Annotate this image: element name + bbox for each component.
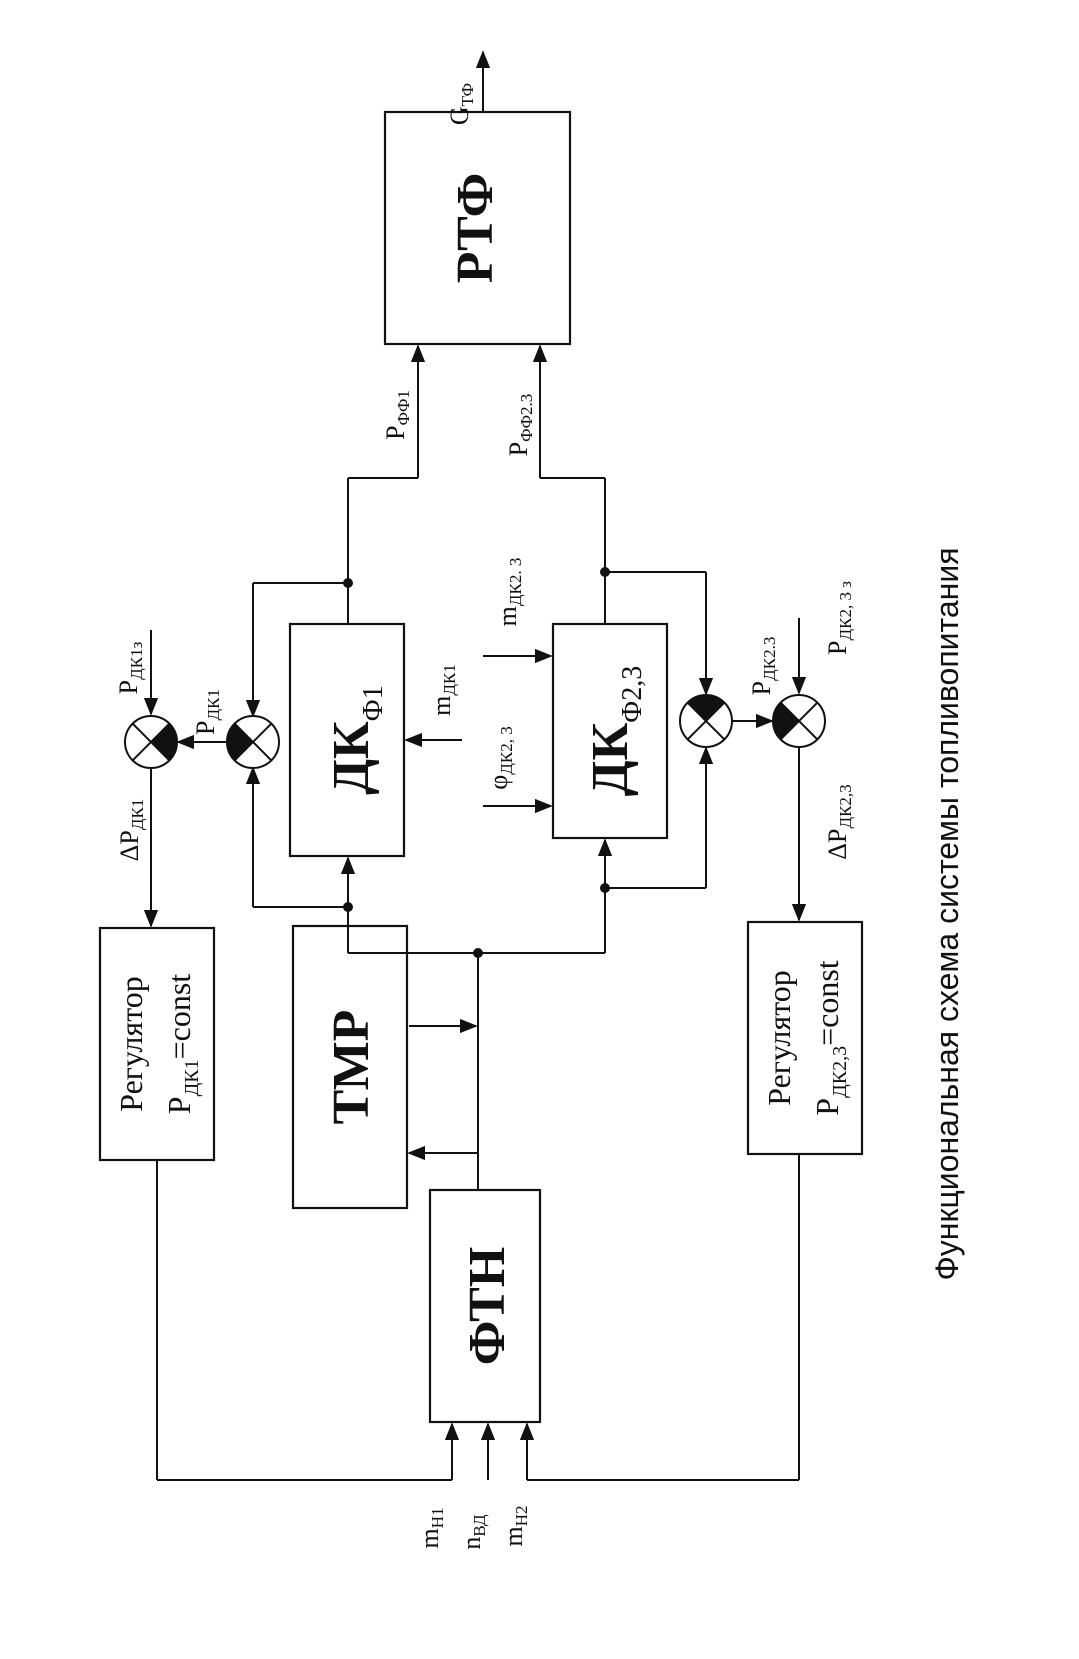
label-p-ff1: PФФ1 <box>381 390 413 440</box>
comparator-dk23-b <box>772 694 826 748</box>
regulator2-block: Регулятор PДК2,3=const <box>746 920 864 1156</box>
label-n-vd: nВД <box>457 1514 489 1550</box>
diagram-caption: Функциональная схема системы топливопита… <box>929 547 965 1280</box>
label-p-dk23: PДК2.3 <box>747 637 779 696</box>
dkf23-block: ДКФ2,3 <box>551 622 669 840</box>
svg-text:Регулятор: Регулятор <box>113 976 149 1112</box>
dk23-pressure-loop <box>519 571 807 1481</box>
control-inputs <box>404 648 553 1480</box>
dkf23-sub: Ф2,3 <box>617 666 648 723</box>
svg-text:ДКФ2,3: ДКФ2,3 <box>582 666 648 797</box>
comparator-dk1-a <box>226 715 280 769</box>
svg-text:ТМР: ТМР <box>323 1010 380 1125</box>
label-dp-dk1: ΔPДК1 <box>115 799 147 862</box>
tmr-block: ТМР <box>291 924 409 1210</box>
label-m-dk1: mДК1 <box>427 664 459 716</box>
label-m-dk23: mДК2. 3 <box>493 558 525 627</box>
label-p-dk1: PДК1 <box>191 689 223 735</box>
regulator1-block: Регулятор PДК1=const <box>98 926 216 1162</box>
dkf1-main: ДК <box>323 721 380 795</box>
dkf1-sub: Ф1 <box>358 685 389 721</box>
comparator-dk23-a <box>679 694 733 748</box>
label-g-tf: GТФ <box>445 83 477 125</box>
rtf-block: РТФ <box>383 110 572 346</box>
label-p-dk23z: PДК2, 3 з <box>823 581 855 655</box>
svg-text:Регулятор: Регулятор <box>761 970 797 1106</box>
label-p-ff23: PФФ2.3 <box>504 394 536 457</box>
ftn-block: ФТН <box>428 1188 542 1424</box>
svg-text:PДК2,3=const: PДК2,3=const <box>809 960 851 1115</box>
label-m-n2: mН2 <box>499 1505 531 1546</box>
label-phi-dk23: φДК2, 3 <box>484 726 516 789</box>
label-m-n1: mН1 <box>415 1507 447 1548</box>
label-dp-dk23: ΔPДК2,3 <box>823 784 855 859</box>
comparator-dk1-b <box>124 715 178 769</box>
dkf23-main: ДК <box>582 723 639 797</box>
dk1-pressure-loop <box>143 582 460 1481</box>
svg-text:ФТН: ФТН <box>459 1247 516 1366</box>
label-p-dk1z: PДК1з <box>114 641 146 694</box>
svg-text:РТФ: РТФ <box>447 173 504 284</box>
dkf1-block: ДКФ1 <box>288 622 406 858</box>
fuel-lines <box>340 50 613 1190</box>
svg-text:ДКФ1: ДКФ1 <box>323 685 389 795</box>
svg-text:PДК1=const: PДК1=const <box>161 974 203 1114</box>
